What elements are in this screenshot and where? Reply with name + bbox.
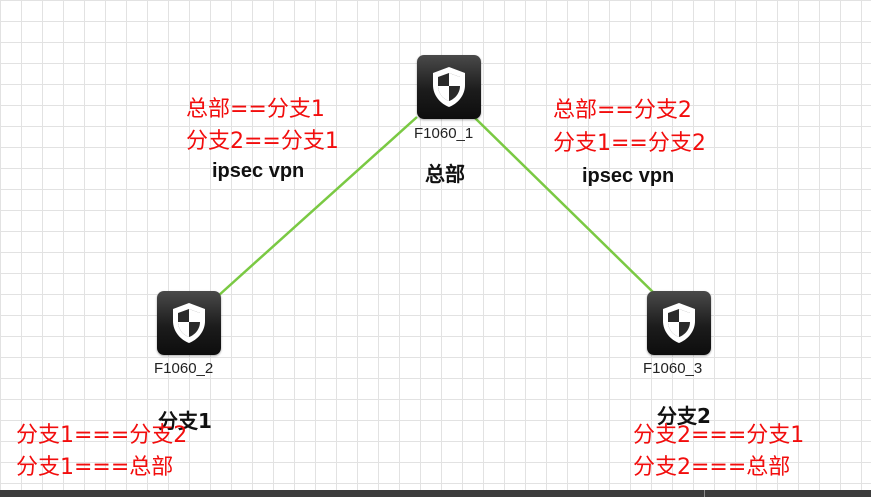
annotation-right-link-1: 总部==分支2: [553, 98, 692, 123]
link-hq-branch1[interactable]: [217, 116, 418, 297]
annotation-branch2-1: 分支2===分支1: [633, 423, 805, 448]
annotation-right-link-2: 分支1==分支2: [553, 131, 706, 156]
firewall-device-hq[interactable]: [417, 55, 481, 119]
firewall-device-branch1[interactable]: [157, 291, 221, 355]
annotation-left-link-2: 分支2==分支1: [186, 129, 339, 154]
firewall-shield-icon: [663, 303, 695, 343]
site-label-branch2: 分支2: [657, 404, 711, 428]
link-hq-branch2[interactable]: [473, 116, 658, 297]
firewall-shield-icon: [173, 303, 205, 343]
annotation-branch1-2: 分支1===总部: [16, 455, 174, 480]
bottom-status-bar: [0, 490, 871, 497]
device-name-branch1: F1060_2: [154, 360, 214, 377]
link-label-left: ipsec vpn: [212, 160, 305, 182]
annotation-branch2-2: 分支2===总部: [633, 455, 791, 480]
annotation-left-link-1: 总部==分支1: [186, 97, 325, 122]
status-bar-divider: [704, 490, 705, 497]
device-name-hq: F1060_1: [414, 125, 474, 142]
site-label-hq: 总部: [425, 162, 465, 186]
firewall-shield-icon: [433, 67, 465, 107]
site-label-branch1: 分支1: [158, 409, 212, 433]
annotation-branch1-1: 分支1===分支2: [16, 423, 188, 448]
firewall-device-branch2[interactable]: [647, 291, 711, 355]
link-label-right: ipsec vpn: [582, 165, 675, 187]
device-name-branch2: F1060_3: [643, 360, 703, 377]
